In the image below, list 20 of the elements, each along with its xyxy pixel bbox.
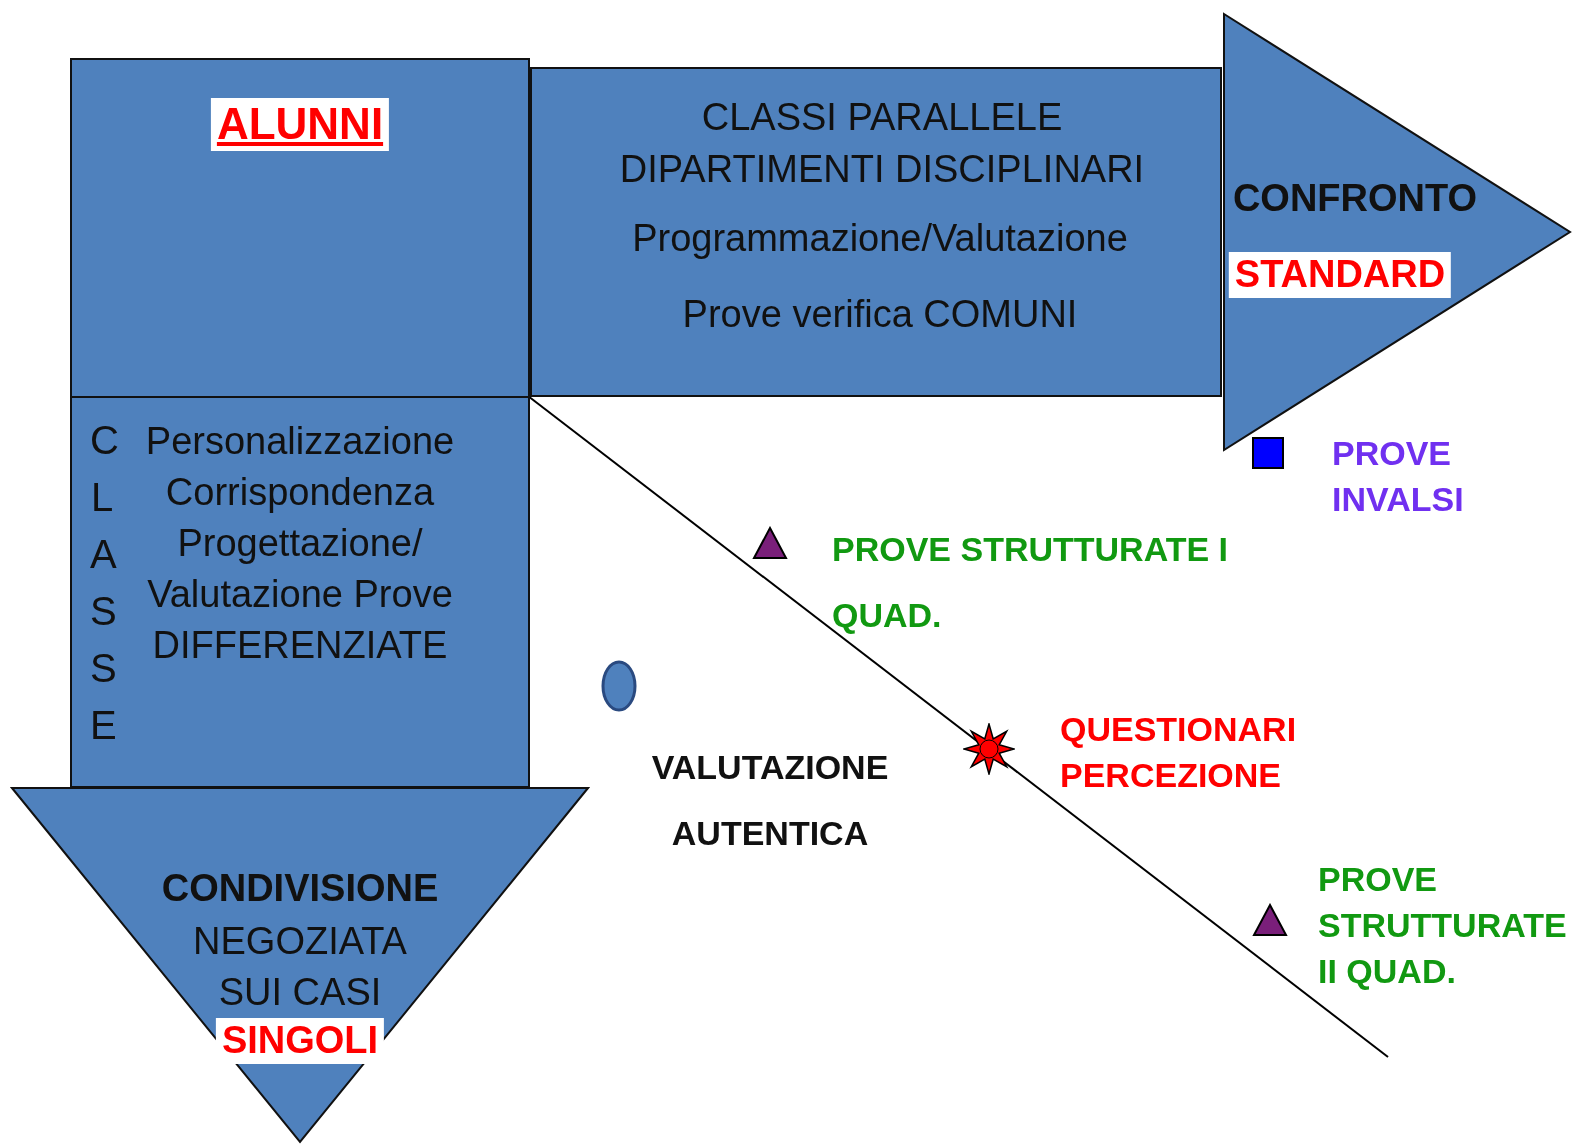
label-text: PROVE INVALSI	[1332, 433, 1465, 520]
heading-text: ALUNNI	[210, 98, 390, 151]
heading-text: SINGOLI	[215, 1018, 385, 1064]
column-box	[70, 396, 530, 788]
label-text: PROVE STRUTTURATE I QUAD.	[832, 529, 1230, 636]
heading-text: CONFRONTO	[1231, 176, 1479, 221]
arrow-body-box	[530, 67, 1222, 397]
body-text: Prove verifica COMUNI	[681, 292, 1079, 337]
body-text: Personalizzazione Corrispondenza Progettazione/ Valutazione Prove DIFFERENZIATE	[144, 419, 456, 668]
vertical-heading-text: CLASSE	[90, 417, 115, 749]
body-text: NEGOZIATA SUI CASI	[192, 919, 408, 1015]
label-text: PROVE STRUTTURATE II QUAD.	[1318, 859, 1568, 992]
heading-text: CONDIVISIONE	[160, 866, 440, 911]
heading-text: STANDARD	[1228, 252, 1452, 298]
down-arrow-triangle	[10, 786, 590, 1144]
label-text: VALUTAZIONE AUTENTICA	[650, 747, 890, 854]
body-text: Programmazione/Valutazione	[631, 216, 1129, 261]
label-text: QUESTIONARI PERCEZIONE	[1060, 709, 1298, 796]
header-box	[70, 58, 530, 398]
body-text: CLASSI PARALLELE DIPARTIMENTI DISCIPLINARI	[618, 95, 1146, 192]
